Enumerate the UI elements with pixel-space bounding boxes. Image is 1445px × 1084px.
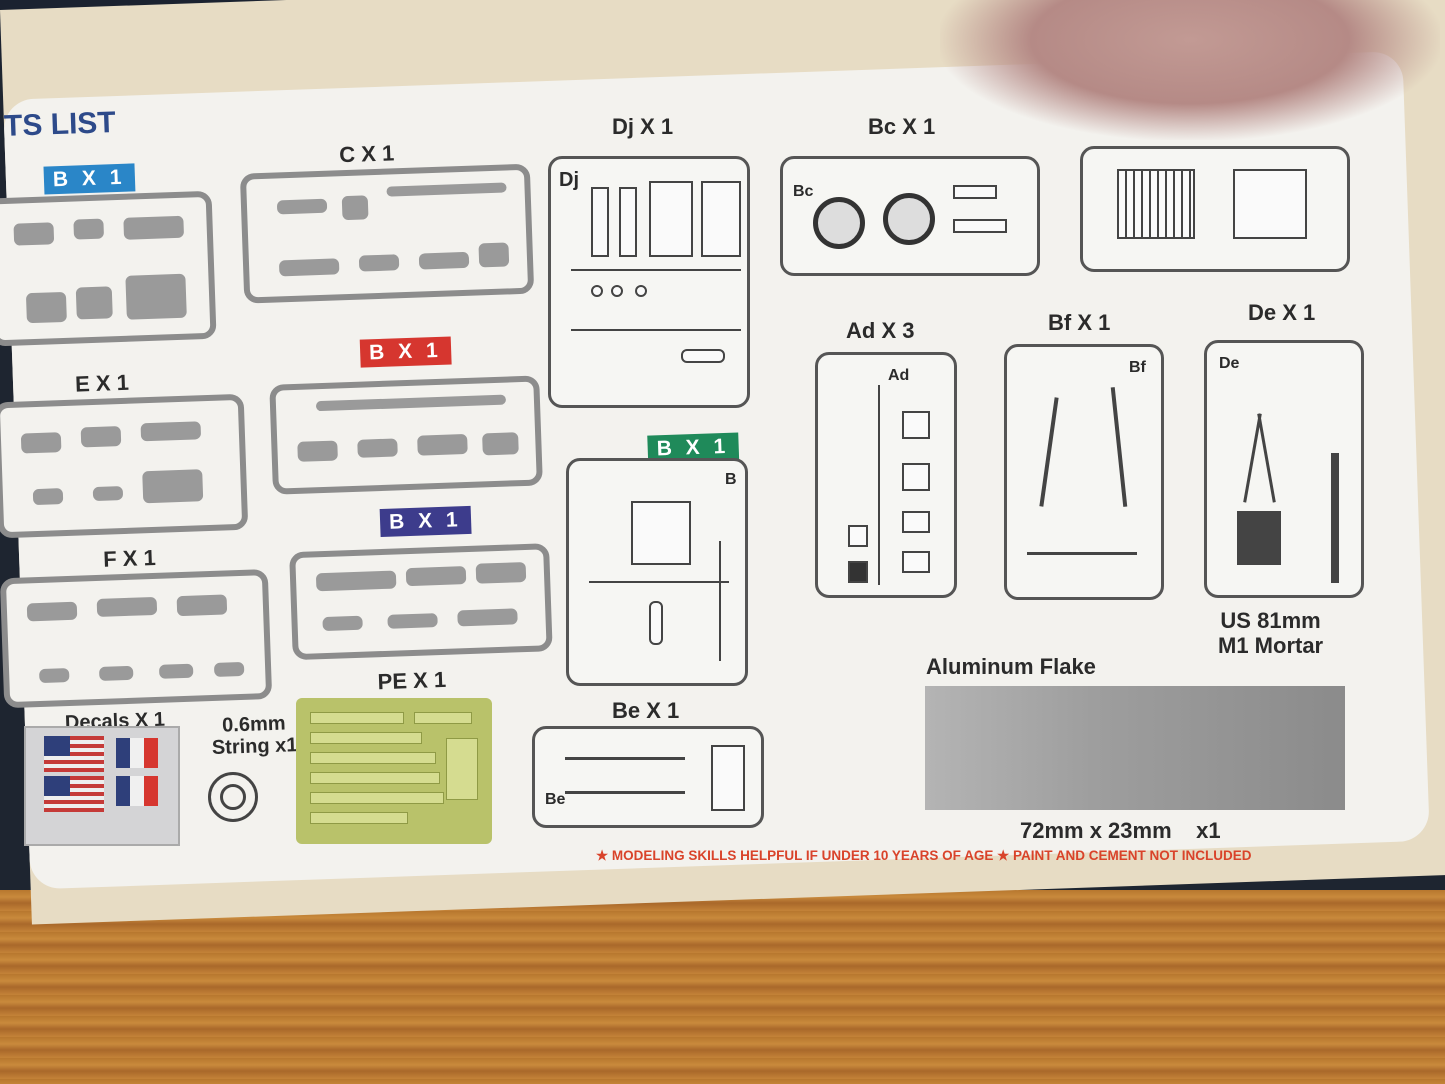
tag-b-purple: B X 1 [379, 505, 472, 538]
label-string: 0.6mm String x1 [211, 712, 298, 760]
sprue-bf: Bf [1004, 344, 1164, 600]
label-pe: PE X 1 [377, 666, 447, 695]
label-de: De X 1 [1248, 300, 1316, 325]
sprue-e [0, 393, 249, 539]
thumb-finger [940, 0, 1440, 140]
sprue-code-dj: Dj [559, 169, 579, 191]
sprue-code-be: Be [545, 791, 566, 808]
parts-list-title: TS LIST [3, 106, 117, 143]
sprue-code-b: B [725, 471, 737, 488]
sprue-dj: Dj [548, 156, 750, 408]
sprue-b-purple [289, 543, 553, 661]
label-e: E X 1 [74, 369, 130, 397]
footer-note: ★ MODELING SKILLS HELPFUL IF UNDER 10 YE… [596, 848, 1252, 863]
sprue-b-green: B [566, 458, 748, 686]
aluminum-flake-sheet [925, 686, 1345, 810]
sprue-be: Be [532, 726, 764, 828]
sprue-code-de: De [1219, 355, 1240, 372]
string-spiral-icon [208, 772, 258, 822]
sprue-ad: Ad [815, 352, 957, 598]
sprue-bc: Bc [780, 156, 1040, 276]
sprue-c [239, 163, 535, 304]
tag-b-red: B X 1 [359, 336, 452, 368]
label-bc: Bc X 1 [868, 114, 936, 139]
wooden-table [0, 890, 1445, 1084]
sprue-de: De [1204, 340, 1364, 598]
label-c: C X 1 [338, 140, 395, 168]
label-ad: Ad X 3 [846, 318, 915, 343]
photo-etch-fret [296, 698, 492, 844]
sprue-code-bf: Bf [1129, 359, 1146, 376]
label-bf: Bf X 1 [1048, 310, 1111, 335]
label-dj: Dj X 1 [612, 114, 674, 139]
decal-sheet [24, 726, 180, 846]
sprue-code-ad: Ad [888, 367, 910, 384]
sprue-f [0, 568, 273, 709]
sprue-b-red [269, 375, 543, 495]
label-be: Be X 1 [612, 698, 680, 723]
tag-b-blue: B X 1 [43, 163, 135, 195]
label-mortar: US 81mm M1 Mortar [1218, 608, 1324, 658]
label-f: F X 1 [102, 544, 157, 572]
sprue-code-bc: Bc [793, 183, 814, 200]
label-flake: Aluminum Flake [926, 654, 1096, 679]
sprue-top-right [1080, 146, 1350, 272]
label-flake-size: 72mm x 23mm x1 [1020, 818, 1221, 843]
sprue-b-blue [0, 190, 217, 347]
